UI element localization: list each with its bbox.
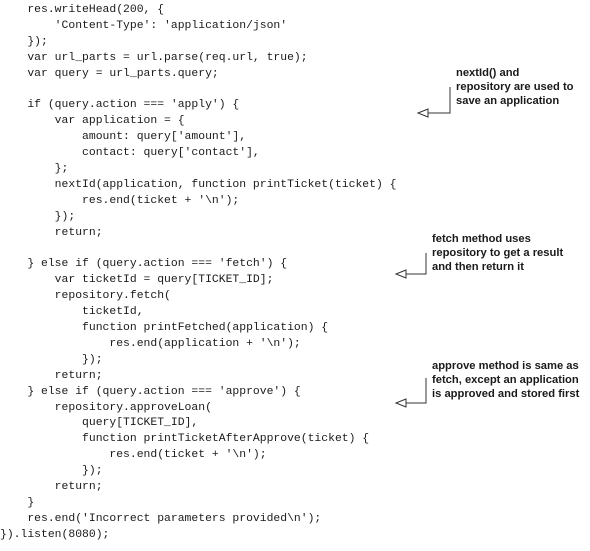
code-line: var application = {: [0, 115, 185, 128]
annotation-fetch: fetch method uses repository to get a re…: [432, 232, 582, 274]
annotation-line: fetch, except an application: [432, 374, 579, 386]
code-line: return;: [0, 226, 103, 239]
code-line: var ticketId = query[TICKET_ID];: [0, 274, 274, 287]
code-line: 'Content-Type': 'application/json': [0, 19, 288, 32]
code-line: res.writeHead(200, {: [0, 4, 165, 16]
code-line: ticketId,: [0, 306, 144, 319]
code-line: } else if (query.action === 'approve') {: [0, 385, 301, 398]
code-line: }: [0, 496, 35, 509]
code-line: });: [0, 35, 48, 48]
annotation-line: save an application: [456, 95, 560, 107]
code-line: };: [0, 163, 69, 175]
code-line: } else if (query.action === 'fetch') {: [0, 258, 288, 271]
annotation-approve: approve method is same as fetch, except …: [432, 359, 582, 401]
code-line: if (query.action === 'apply') {: [0, 99, 240, 112]
arrow-head-icon: [416, 108, 429, 118]
callout-arrow-approve: [406, 378, 427, 404]
code-line: amount: query['amount'],: [0, 131, 247, 144]
code-line: return;: [0, 369, 103, 382]
callout-arrow-fetch: [406, 253, 427, 275]
code-line: var query = url_parts.query;: [0, 67, 219, 80]
callout-arrow-apply: [428, 87, 451, 114]
annotation-apply: nextId() and repository are used to save…: [456, 66, 590, 108]
code-line: repository.fetch(: [0, 290, 171, 303]
annotation-line: nextId() and: [456, 67, 520, 79]
code-line: res.end(ticket + '\n');: [0, 194, 240, 207]
code-line: return;: [0, 481, 103, 493]
code-line: });: [0, 353, 103, 366]
code-line: var url_parts = url.parse(req.url, true)…: [0, 51, 308, 64]
annotation-line: repository to get a result: [432, 247, 564, 259]
code-line: }).listen(8080);: [0, 528, 110, 541]
arrow-head-icon: [394, 269, 407, 279]
code-line: });: [0, 210, 76, 223]
annotation-line: and then return it: [432, 261, 524, 273]
code-line: query[TICKET_ID],: [0, 417, 199, 430]
code-line: function printTicketAfterApprove(ticket)…: [0, 433, 370, 446]
annotation-line: approve method is same as: [432, 360, 579, 372]
code-line: function printFetched(application) {: [0, 322, 329, 334]
code-line: contact: query['contact'],: [0, 147, 260, 160]
annotation-line: is approved and stored first: [432, 388, 580, 400]
code-line: res.end(application + '\n');: [0, 337, 301, 350]
code-line: res.end(ticket + '\n');: [0, 449, 267, 462]
code-line: res.end('Incorrect parameters provided\n…: [0, 512, 322, 525]
arrow-head-icon: [394, 398, 407, 408]
annotation-line: repository are used to: [456, 81, 574, 93]
annotation-line: fetch method uses: [432, 233, 531, 245]
code-line: repository.approveLoan(: [0, 401, 212, 414]
code-line: nextId(application, function printTicket…: [0, 178, 397, 191]
code-line: });: [0, 465, 103, 478]
